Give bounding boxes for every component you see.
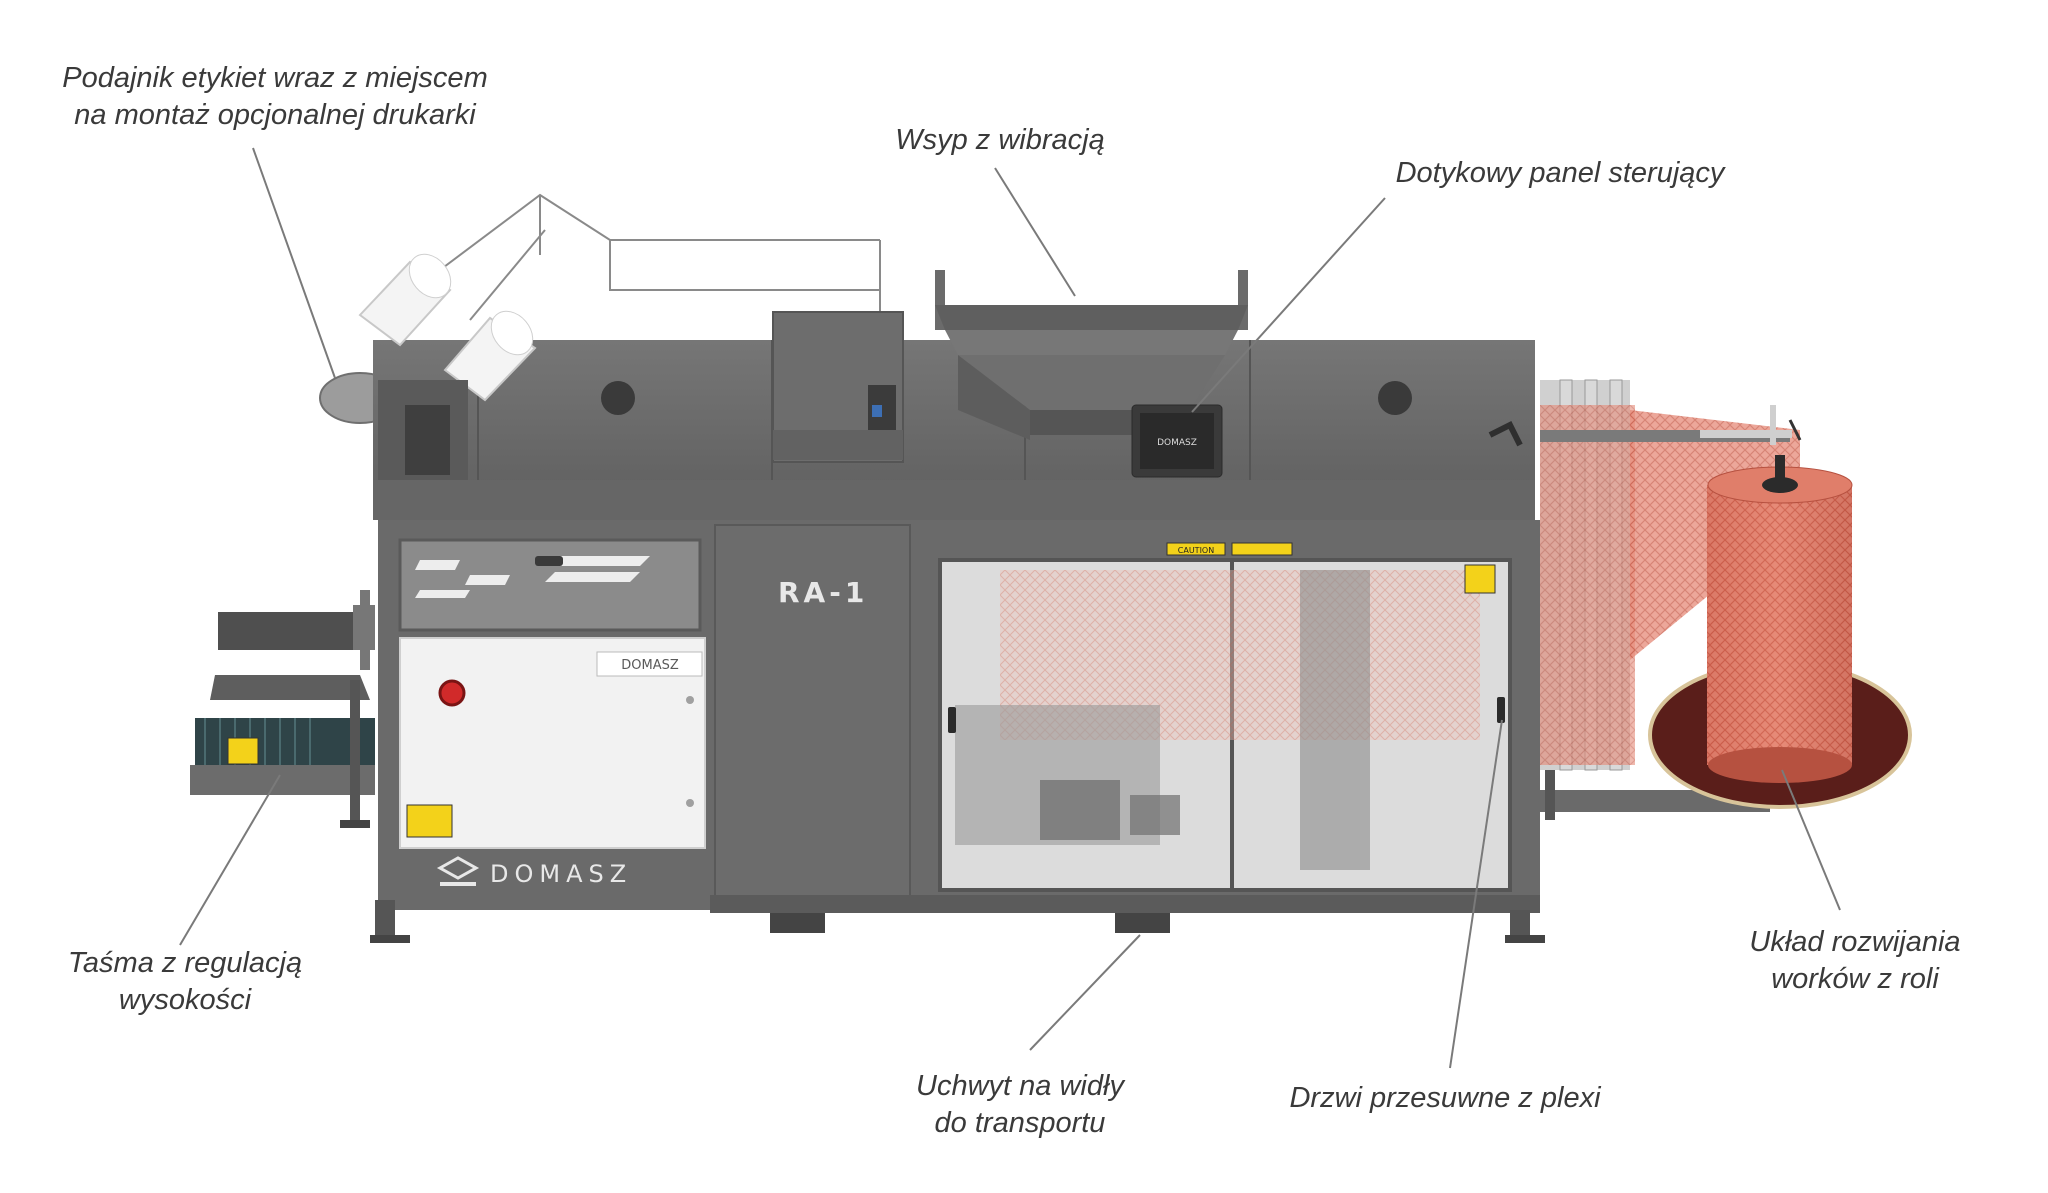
callout-bag-unwinder-line2: worków z roli <box>1771 963 1939 995</box>
callout-label-feeder-line2: na montaż opcjonalnej drukarki <box>74 99 476 131</box>
cabinet-brand: DOMASZ <box>621 658 679 673</box>
leader-sliding-doors <box>1449 719 1503 1069</box>
callout-vibration-hopper: Wsyp z wibracją <box>860 122 1140 159</box>
leader-conveyor <box>179 774 281 946</box>
callout-label-feeder: Podajnik etykiet wraz z miejscem na mont… <box>30 60 520 134</box>
callout-vibration-hopper-line1: Wsyp z wibracją <box>895 124 1105 156</box>
callout-label-feeder-line1: Podajnik etykiet wraz z miejscem <box>62 62 488 94</box>
callout-fork-holder-line2: do transportu <box>934 1107 1106 1139</box>
fork-holder-right <box>1115 913 1170 933</box>
roll-cup-left <box>601 381 635 415</box>
emergency-stop-button <box>438 679 466 707</box>
callout-conveyor: Taśma z regulacją wysokości <box>45 945 325 1019</box>
touch-panel: DOMASZ <box>1131 404 1223 478</box>
leader-touch-panel <box>1191 197 1386 413</box>
callout-sliding-doors-line1: Drzwi przesuwne z plexi <box>1289 1082 1601 1114</box>
callout-conveyor-line2: wysokości <box>118 984 252 1016</box>
callout-touch-panel: Dotykowy panel sterujący <box>1360 155 1760 192</box>
callout-fork-holder-line1: Uchwyt na widły <box>916 1070 1124 1102</box>
caution-label: CAUTION <box>1178 546 1214 555</box>
label-rolls <box>358 253 537 402</box>
callout-bag-unwinder: Układ rozwijania worków z roli <box>1705 924 2005 998</box>
callout-fork-holder: Uchwyt na widły do transportu <box>880 1068 1160 1142</box>
callout-sliding-doors: Drzwi przesuwne z plexi <box>1255 1080 1635 1117</box>
roll-cup-right <box>1378 381 1412 415</box>
machine-brand: DOMASZ <box>490 860 632 888</box>
bag-unwinder <box>1540 379 1912 820</box>
callout-bag-unwinder-line1: Układ rozwijania <box>1749 926 1961 958</box>
leader-fork-holder <box>1029 934 1141 1051</box>
callout-conveyor-line1: Taśma z regulacją <box>67 947 303 979</box>
sliding-plexi-doors <box>938 558 1512 892</box>
panel-brand: DOMASZ <box>1157 438 1197 448</box>
conveyor-belt <box>190 590 375 828</box>
leader-lines <box>179 147 1841 1069</box>
callout-touch-panel-line1: Dotykowy panel sterujący <box>1395 157 1725 189</box>
vibration-hopper <box>935 270 1248 440</box>
leader-label-feeder <box>252 147 336 379</box>
leader-vibration-hopper <box>994 167 1076 297</box>
model-label: RA-1 <box>778 576 868 609</box>
fork-holder-left <box>770 913 825 933</box>
leader-bag-unwinder <box>1781 769 1841 911</box>
